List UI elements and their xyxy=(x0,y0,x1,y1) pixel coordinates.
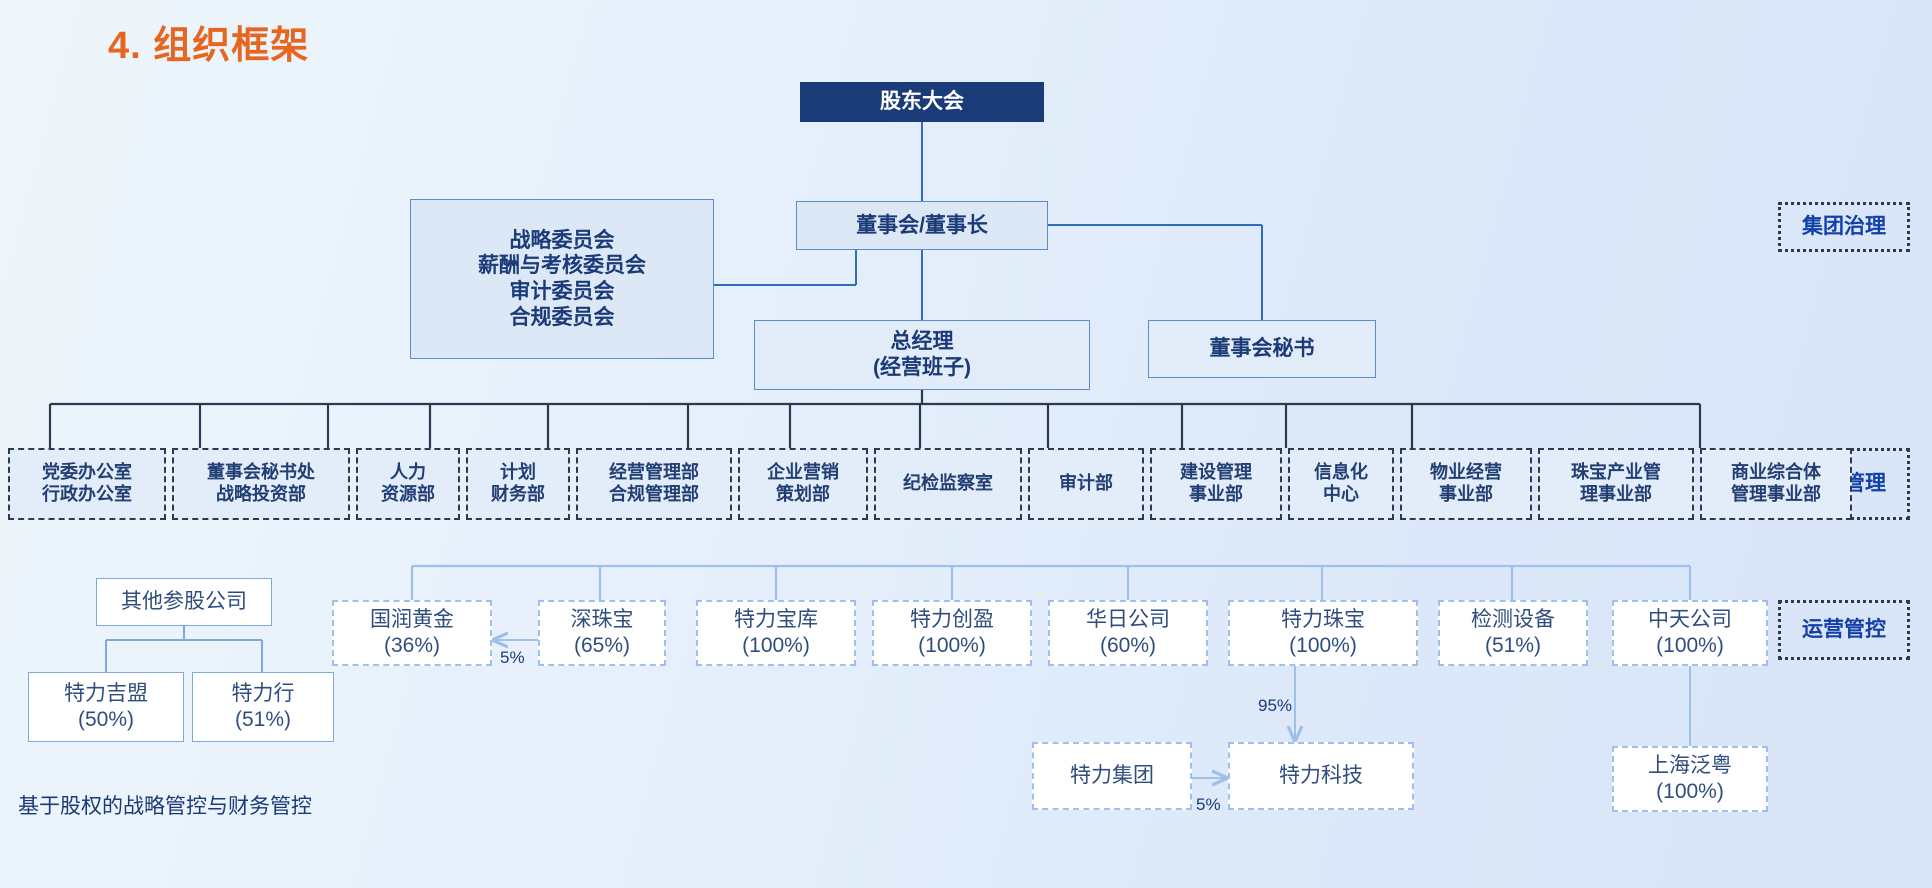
footnote-text: 基于股权的战略管控与财务管控 xyxy=(18,795,312,818)
dept-audit[interactable]: 审计部 xyxy=(1028,448,1144,520)
dept-line1: 信息化 xyxy=(1314,462,1368,483)
node-committees[interactable]: 战略委员会 薪酬与考核委员会 审计委员会 合规委员会 xyxy=(410,199,714,359)
company-name: 检测设备 xyxy=(1471,608,1555,632)
ownership-label-telizhubao-telikeji: 95% xyxy=(1258,696,1293,715)
dept-marketing-planning[interactable]: 企业营销 策划部 xyxy=(738,448,868,520)
node-teli-baoku[interactable]: 特力宝库 (100%) xyxy=(696,600,856,666)
general-manager-subtitle: (经营班子) xyxy=(873,356,971,379)
dept-line2: 事业部 xyxy=(1189,484,1243,504)
node-teli-hang[interactable]: 特力行 (51%) xyxy=(192,672,334,742)
ownership-label-shenzhubao-guorun: 5% xyxy=(500,648,525,667)
dept-jewelry-industry-management[interactable]: 珠宝产业管 理事业部 xyxy=(1538,448,1694,520)
node-teli-jimeng[interactable]: 特力吉盟 (50%) xyxy=(28,672,184,742)
dept-line1: 党委办公室 xyxy=(42,462,132,483)
side-label-group-governance: 集团治理 xyxy=(1778,202,1910,252)
dept-line1: 董事会秘书处 xyxy=(207,462,315,483)
dept-line1: 企业营销 xyxy=(767,462,839,483)
node-teli-group[interactable]: 特力集团 xyxy=(1032,742,1192,810)
dept-line1: 物业经营 xyxy=(1430,462,1502,483)
node-teli-jewelry[interactable]: 特力珠宝 (100%) xyxy=(1228,600,1418,666)
company-share: (36%) xyxy=(383,634,441,657)
dept-line2: 战略投资部 xyxy=(216,484,306,504)
dept-line2: 中心 xyxy=(1323,484,1359,504)
dept-line2: 行政办公室 xyxy=(42,484,132,504)
company-name: 特力吉盟 xyxy=(64,682,148,706)
company-share: (100%) xyxy=(1656,780,1724,803)
company-share: (100%) xyxy=(1656,634,1724,657)
side-label-operational-control: 运营管控 xyxy=(1778,600,1910,660)
dept-commercial-complex-management[interactable]: 商业综合体 管理事业部 xyxy=(1700,448,1852,520)
dept-operations-compliance[interactable]: 经营管理部 合规管理部 xyxy=(576,448,732,520)
node-board-secretary[interactable]: 董事会秘书 xyxy=(1148,320,1376,378)
node-teli-technology[interactable]: 特力科技 xyxy=(1228,742,1414,810)
dept-construction-management[interactable]: 建设管理 事业部 xyxy=(1150,448,1282,520)
dept-line1: 经营管理部 xyxy=(609,462,699,483)
dept-line2: 策划部 xyxy=(776,484,830,504)
dept-line1: 计划 xyxy=(500,462,536,483)
committee-compensation: 薪酬与考核委员会 xyxy=(478,254,646,278)
company-share: (60%) xyxy=(1099,634,1157,657)
general-manager-title: 总经理 xyxy=(890,330,954,354)
dept-human-resources[interactable]: 人力 资源部 xyxy=(356,448,460,520)
dept-line2: 合规管理部 xyxy=(609,484,699,504)
node-board-of-directors[interactable]: 董事会/董事长 xyxy=(796,201,1048,250)
dept-board-secretariat-strategy[interactable]: 董事会秘书处 战略投资部 xyxy=(172,448,350,520)
company-share: (65%) xyxy=(573,634,631,657)
dept-line2: 财务部 xyxy=(491,484,545,504)
dept-line2: 管理事业部 xyxy=(1731,484,1821,504)
committee-strategy: 战略委员会 xyxy=(509,228,615,252)
dept-party-admin-office[interactable]: 党委办公室 行政办公室 xyxy=(8,448,166,520)
dept-line1: 珠宝产业管 xyxy=(1571,462,1661,483)
company-name: 国润黄金 xyxy=(370,608,454,632)
node-shen-zhubao[interactable]: 深珠宝 (65%) xyxy=(538,600,666,666)
node-shareholders-meeting[interactable]: 股东大会 xyxy=(800,82,1044,122)
company-name: 中天公司 xyxy=(1648,608,1732,632)
company-share: (100%) xyxy=(742,634,810,657)
company-share: (100%) xyxy=(918,634,986,657)
company-share: (50%) xyxy=(77,708,135,731)
node-teli-chuangying[interactable]: 特力创盈 (100%) xyxy=(872,600,1032,666)
dept-property-operations[interactable]: 物业经营 事业部 xyxy=(1400,448,1532,520)
dept-informatization-center[interactable]: 信息化 中心 xyxy=(1288,448,1394,520)
dept-line2: 理事业部 xyxy=(1580,484,1652,504)
company-share: (51%) xyxy=(234,708,292,731)
company-name: 华日公司 xyxy=(1086,608,1170,632)
dept-planning-finance[interactable]: 计划 财务部 xyxy=(466,448,570,520)
company-name: 特力行 xyxy=(231,682,295,706)
company-name: 特力宝库 xyxy=(734,608,818,632)
committee-audit: 审计委员会 xyxy=(509,280,615,303)
node-other-affiliated-companies[interactable]: 其他参股公司 xyxy=(96,578,272,626)
committee-compliance: 合规委员会 xyxy=(509,305,615,329)
node-general-manager[interactable]: 总经理 (经营班子) xyxy=(754,320,1090,390)
dept-discipline-inspection[interactable]: 纪检监察室 xyxy=(874,448,1022,520)
company-name: 上海泛粤 xyxy=(1648,754,1732,778)
dept-line2: 资源部 xyxy=(381,484,435,504)
ownership-label-teligroup-telikeji: 5% xyxy=(1196,795,1221,814)
page-title: 4. 组织框架 xyxy=(108,25,310,67)
dept-line1: 商业综合体 xyxy=(1731,462,1821,483)
dept-line1: 建设管理 xyxy=(1180,462,1252,483)
company-name: 特力创盈 xyxy=(910,608,994,632)
node-zhongtian-company[interactable]: 中天公司 (100%) xyxy=(1612,600,1768,666)
node-huari-company[interactable]: 华日公司 (60%) xyxy=(1048,600,1208,666)
node-guorun-gold[interactable]: 国润黄金 (36%) xyxy=(332,600,492,666)
company-share: (100%) xyxy=(1289,634,1357,657)
company-name: 特力珠宝 xyxy=(1281,608,1365,632)
dept-line1: 人力 xyxy=(390,462,426,483)
node-testing-equipment[interactable]: 检测设备 (51%) xyxy=(1438,600,1588,666)
node-shanghai-fanyue[interactable]: 上海泛粤 (100%) xyxy=(1612,746,1768,812)
company-share: (51%) xyxy=(1484,634,1542,657)
company-name: 深珠宝 xyxy=(570,608,634,632)
dept-line2: 事业部 xyxy=(1439,484,1493,504)
